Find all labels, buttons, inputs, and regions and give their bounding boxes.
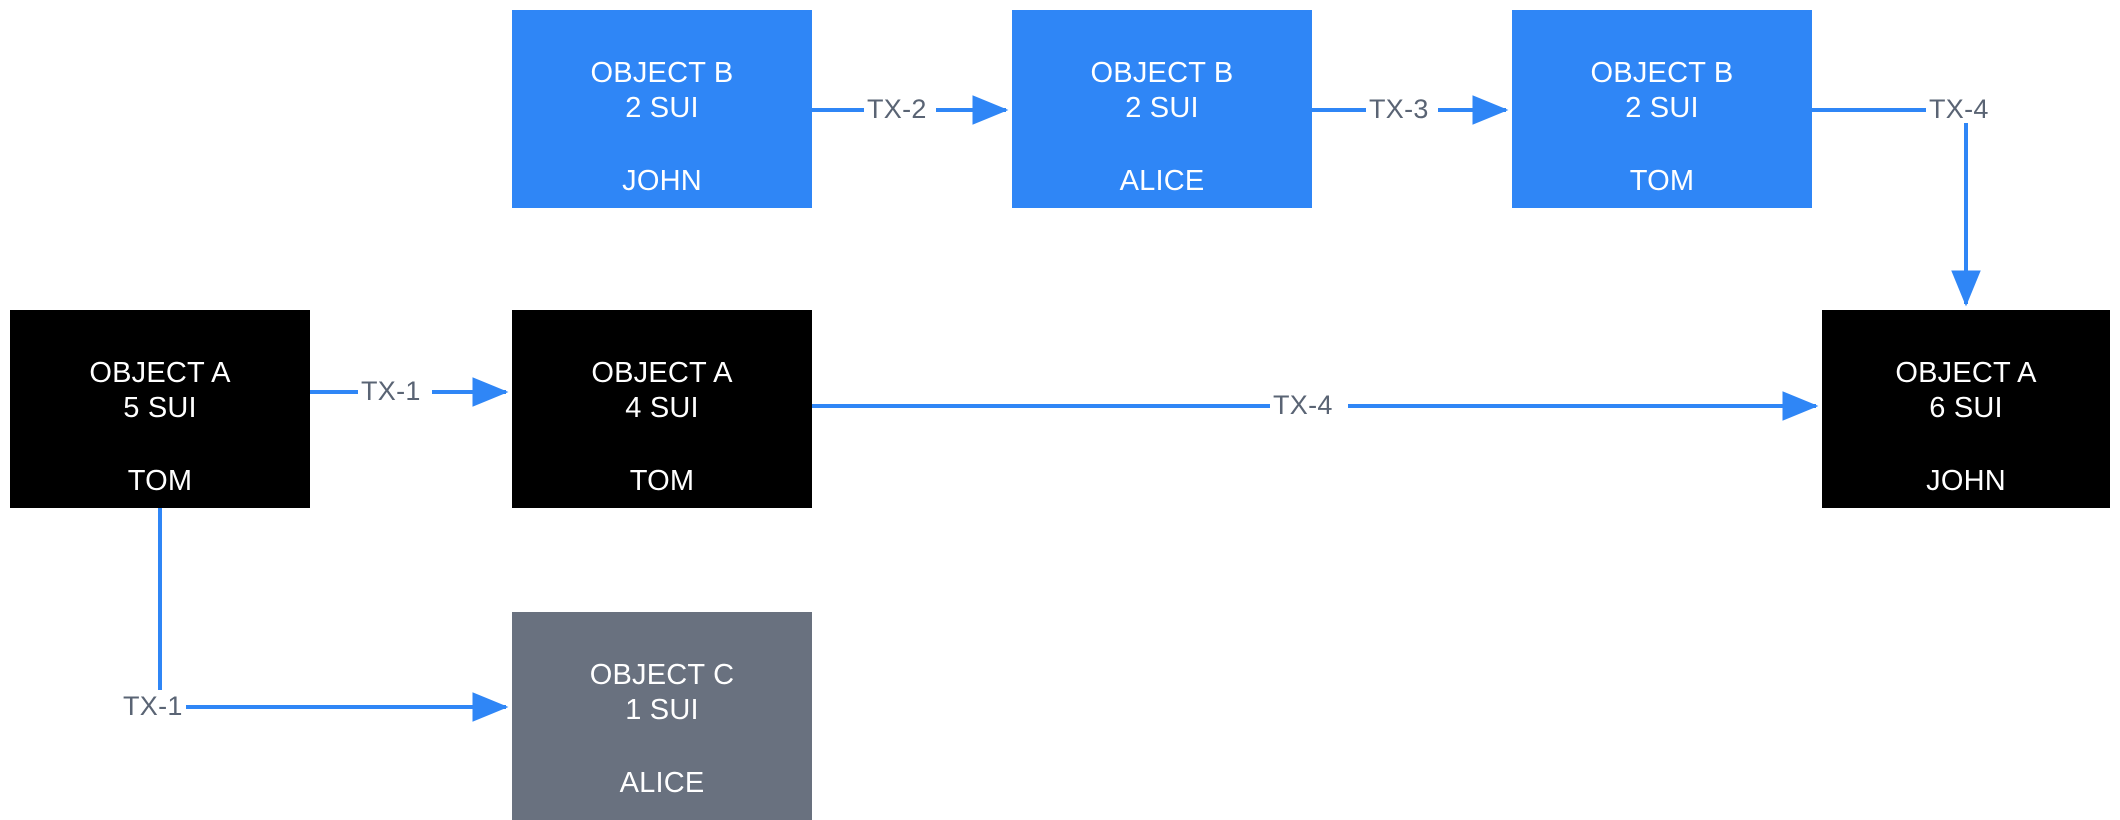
node-title: OBJECT B 2 SUI xyxy=(1091,56,1234,127)
node-amount-label: 6 SUI xyxy=(1929,392,2003,425)
node-amount-label: 5 SUI xyxy=(123,392,197,425)
node-object-label: OBJECT A xyxy=(89,357,231,389)
node-object-a-4sui-tom[interactable]: OBJECT A 4 SUI TOM xyxy=(512,310,812,508)
node-title: OBJECT B 2 SUI xyxy=(1591,56,1734,127)
node-object-b-2sui-john[interactable]: OBJECT B 2 SUI JOHN xyxy=(512,10,812,208)
node-owner-label: ALICE xyxy=(1119,164,1205,197)
edge-label-tx-1-a-to-c: TX-1 xyxy=(120,693,186,720)
node-owner-label: ALICE xyxy=(619,766,705,799)
node-owner-label: TOM xyxy=(629,464,695,497)
node-amount-label: 1 SUI xyxy=(625,694,699,727)
node-owner-label: JOHN xyxy=(622,164,702,197)
node-object-label: OBJECT A xyxy=(1895,357,2037,389)
node-title: OBJECT C 1 SUI xyxy=(590,658,734,729)
node-object-label: OBJECT B xyxy=(1090,57,1234,89)
node-object-label: OBJECT C xyxy=(589,659,735,691)
edge-label-tx-2-b-to-b: TX-2 xyxy=(864,96,930,123)
node-title: OBJECT B 2 SUI xyxy=(591,56,734,127)
node-title: OBJECT A 5 SUI xyxy=(89,356,230,427)
edge-tx-1-a-to-c xyxy=(158,508,509,722)
node-amount-label: 2 SUI xyxy=(1125,92,1199,125)
node-title: OBJECT A 6 SUI xyxy=(1895,356,2036,427)
node-object-c-1sui-alice[interactable]: OBJECT C 1 SUI ALICE xyxy=(512,612,812,820)
node-object-b-2sui-tom[interactable]: OBJECT B 2 SUI TOM xyxy=(1512,10,1812,208)
node-owner-label: TOM xyxy=(127,464,193,497)
node-object-label: OBJECT B xyxy=(1590,57,1734,89)
node-object-a-6sui-john[interactable]: OBJECT A 6 SUI JOHN xyxy=(1822,310,2110,508)
node-object-b-2sui-alice[interactable]: OBJECT B 2 SUI ALICE xyxy=(1012,10,1312,208)
node-amount-label: 2 SUI xyxy=(1625,92,1699,125)
node-object-label: OBJECT B xyxy=(590,57,734,89)
edge-tx-4-b-to-a xyxy=(1812,108,1981,307)
edge-label-tx-3-b-to-b: TX-3 xyxy=(1366,96,1432,123)
edge-label-tx-4-b-to-a: TX-4 xyxy=(1926,96,1992,123)
node-owner-label: JOHN xyxy=(1926,464,2006,497)
edge-label-tx-1-a-to-a: TX-1 xyxy=(358,378,424,405)
node-title: OBJECT A 4 SUI xyxy=(591,356,732,427)
edge-label-tx-4-a-to-a: TX-4 xyxy=(1270,392,1336,419)
node-object-a-5sui-tom[interactable]: OBJECT A 5 SUI TOM xyxy=(10,310,310,508)
node-amount-label: 4 SUI xyxy=(625,392,699,425)
node-owner-label: TOM xyxy=(1629,164,1695,197)
node-amount-label: 2 SUI xyxy=(625,92,699,125)
node-object-label: OBJECT A xyxy=(591,357,733,389)
